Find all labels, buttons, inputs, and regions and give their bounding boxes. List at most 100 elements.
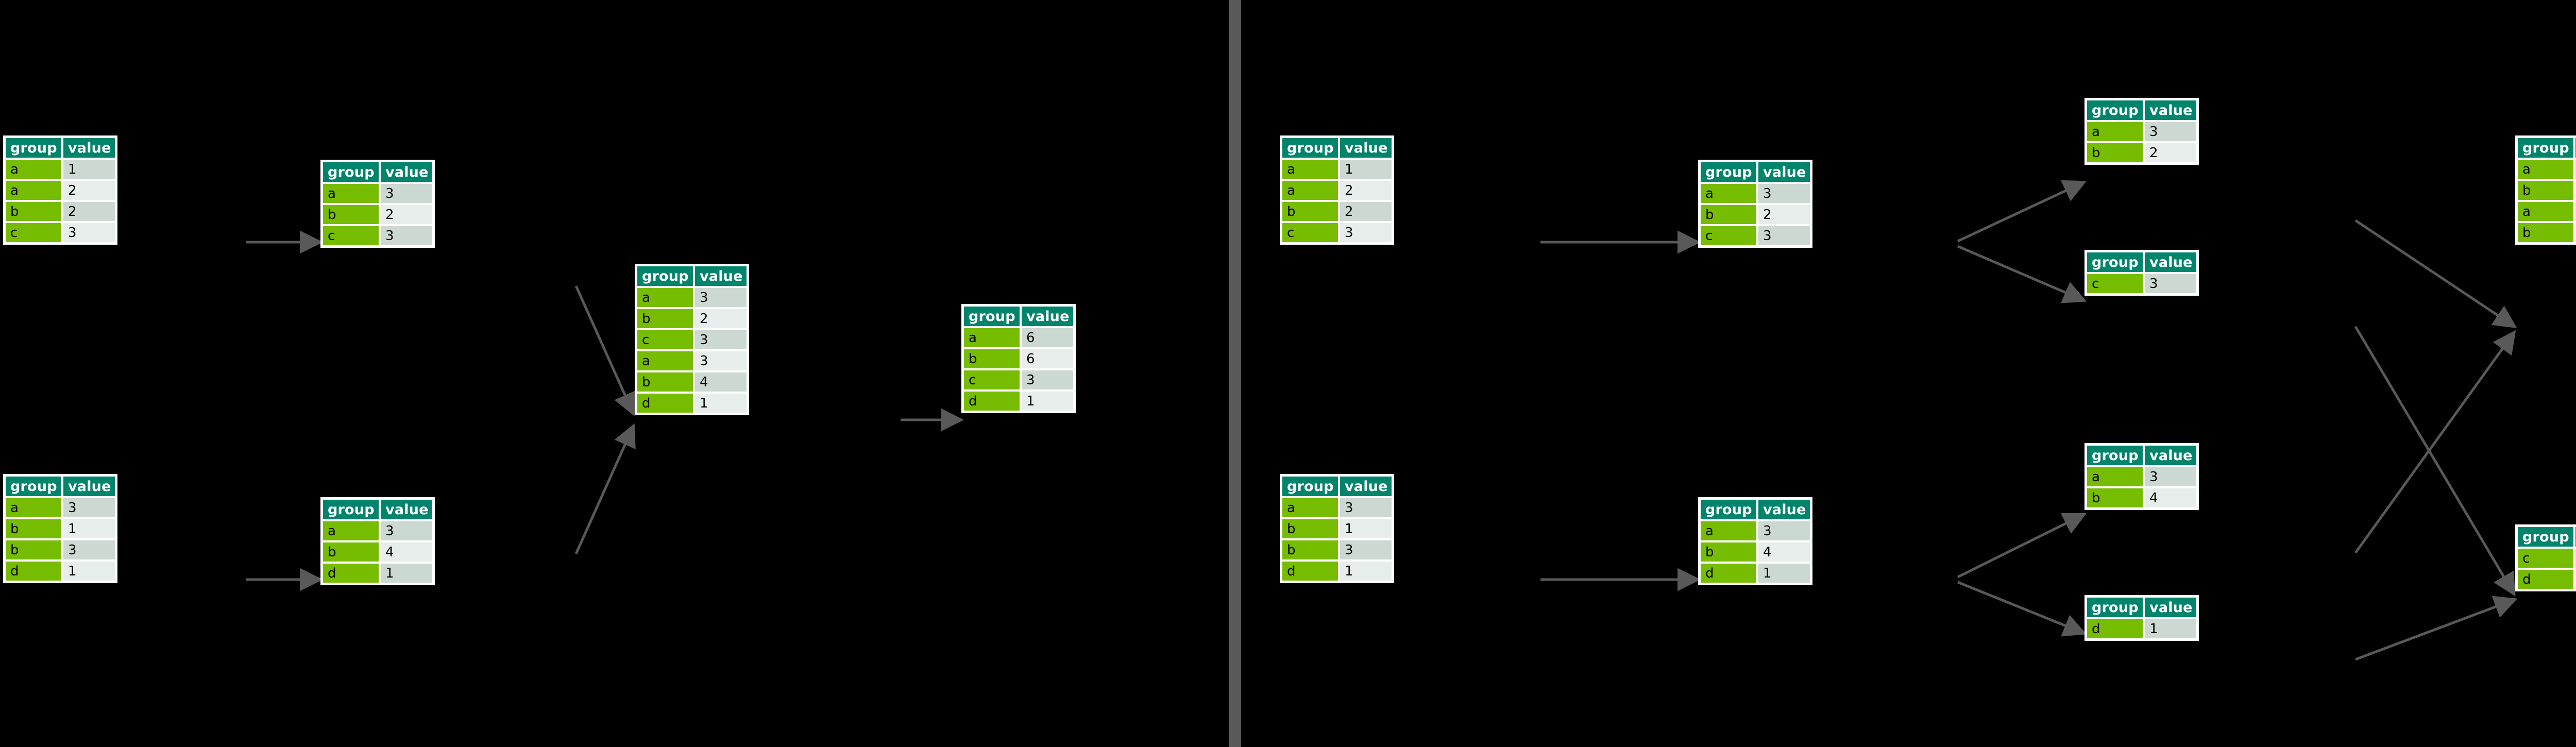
cell-value: 4	[695, 372, 747, 392]
cell-group: b	[1282, 540, 1338, 559]
column-header-group: group	[964, 307, 1020, 326]
cell-group: a	[323, 521, 379, 540]
column-header-group: group	[6, 138, 61, 158]
cell-group: c	[1701, 226, 1756, 245]
cell-group: a	[2518, 202, 2573, 221]
column-header-value: value	[1758, 500, 1810, 519]
cell-value: 3	[2145, 274, 2196, 293]
cell-group: b	[6, 202, 61, 221]
cell-group: d	[964, 392, 1020, 411]
cell-value: 2	[1340, 181, 1392, 200]
cell-group: d	[637, 394, 693, 413]
cell-group: a	[6, 181, 61, 200]
cell-value: 1	[63, 562, 115, 581]
cell-value: 3	[695, 288, 747, 307]
cell-group: b	[637, 309, 693, 328]
column-header-value: value	[381, 500, 432, 519]
cell-value: 4	[2145, 488, 2196, 507]
cell-group: a	[1282, 160, 1338, 179]
cell-group: b	[1701, 542, 1756, 562]
cell-group: c	[2087, 274, 2143, 293]
cell-value: 3	[381, 184, 432, 203]
cell-value: 3	[1758, 521, 1810, 540]
column-header-value: value	[2145, 252, 2196, 272]
column-header-group: group	[2518, 527, 2573, 547]
cell-value: 2	[381, 205, 432, 224]
cell-group: b	[2518, 181, 2573, 200]
cell-value: 2	[1758, 205, 1810, 224]
cell-value: 3	[1022, 370, 1073, 389]
cell-group: a	[1282, 181, 1338, 200]
cell-value: 3	[63, 540, 115, 559]
cell-group: d	[2087, 619, 2143, 638]
cell-group: a	[323, 184, 379, 203]
cell-value: 6	[1022, 349, 1073, 368]
table-row: a3	[2518, 202, 2576, 221]
cell-group: b	[6, 540, 61, 559]
column-header-group: group	[1701, 162, 1756, 182]
cell-value: 3	[381, 226, 432, 245]
table-right-merged-cd: groupvaluec3d1	[2515, 524, 2576, 591]
cell-group: c	[2518, 549, 2573, 568]
cell-group: b	[2087, 488, 2143, 507]
column-header-value: value	[2145, 598, 2196, 617]
cell-group: b	[1282, 202, 1338, 221]
cell-group: d	[323, 564, 379, 583]
cell-group: a	[637, 288, 693, 307]
cell-value: 1	[1340, 519, 1392, 538]
cell-group: d	[2518, 570, 2573, 589]
column-header-group: group	[1701, 500, 1756, 519]
cell-value: 3	[695, 351, 747, 370]
column-header-value: value	[695, 266, 747, 286]
column-header-value: value	[1340, 138, 1392, 158]
table-row: c3	[2518, 549, 2576, 568]
column-header-group: group	[2087, 598, 2143, 617]
cell-group: a	[1701, 184, 1756, 203]
cell-value: 6	[1022, 328, 1073, 347]
cell-group: a	[1282, 498, 1338, 517]
cell-value: 3	[1340, 223, 1392, 242]
cell-value: 3	[695, 330, 747, 349]
cell-group: c	[964, 370, 1020, 389]
cell-value: 2	[1340, 202, 1392, 221]
cell-value: 1	[695, 394, 747, 413]
table-row: b2	[2518, 181, 2576, 200]
cell-value: 3	[1758, 184, 1810, 203]
column-header-group: group	[6, 477, 61, 496]
cell-group: b	[1701, 205, 1756, 224]
column-header-group: group	[323, 500, 379, 519]
